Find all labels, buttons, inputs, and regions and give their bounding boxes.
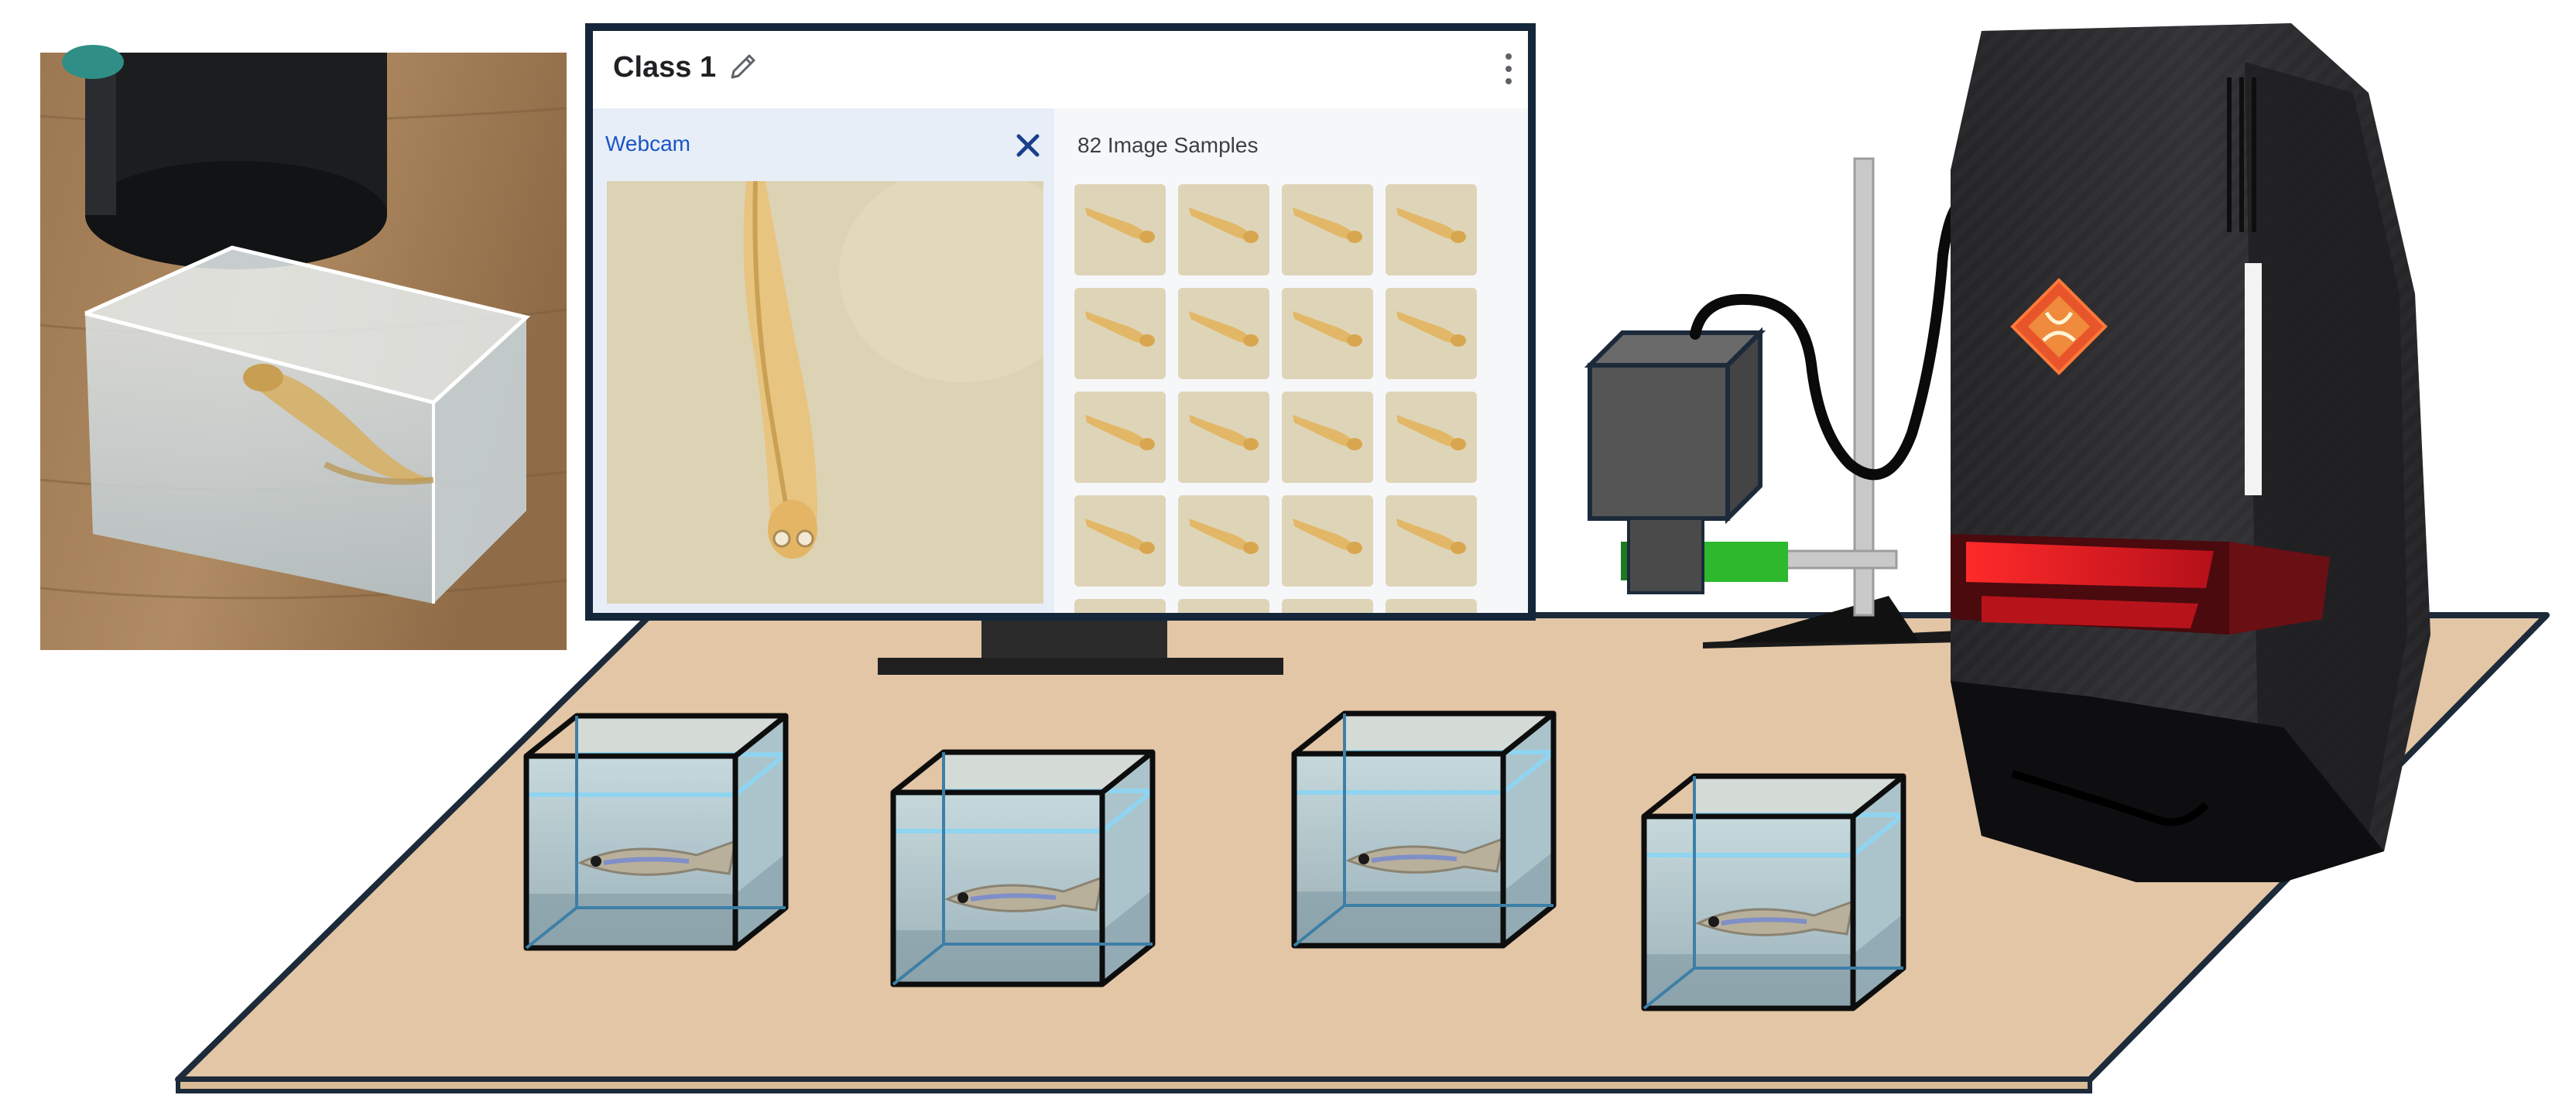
- sample-thumbnail[interactable]: [1178, 288, 1269, 379]
- sample-thumbnail[interactable]: [1074, 599, 1166, 613]
- kebab-menu-icon[interactable]: [1503, 51, 1514, 87]
- monitor-screen: Class 1 Webcam: [593, 31, 1528, 613]
- sample-thumbnail[interactable]: [1282, 495, 1373, 587]
- sample-thumbnail[interactable]: [1074, 392, 1166, 483]
- logo-emblem: [2010, 278, 2108, 375]
- sample-thumbnail[interactable]: [1074, 184, 1166, 275]
- webcam-panel: Webcam: [593, 108, 1054, 613]
- webcam-preview: [607, 181, 1043, 604]
- red-light-band: [1951, 534, 2330, 635]
- sample-thumbnail[interactable]: [1282, 184, 1373, 275]
- sample-thumbnail[interactable]: [1074, 495, 1166, 587]
- sample-thumbnail[interactable]: [1386, 392, 1477, 483]
- sample-thumbnail[interactable]: [1386, 184, 1477, 275]
- fish-tank: [523, 713, 789, 951]
- fish-tank: [1641, 773, 1906, 1011]
- pencil-icon[interactable]: [724, 48, 762, 85]
- sample-thumbnail[interactable]: [1282, 392, 1373, 483]
- sample-thumbnail[interactable]: [1386, 495, 1477, 587]
- camera-lens: [62, 45, 387, 269]
- pc-tower: [1951, 23, 2430, 882]
- sample-thumbnail[interactable]: [1386, 288, 1477, 379]
- fish-tank: [1291, 710, 1557, 949]
- sample-thumbnail[interactable]: [1282, 599, 1373, 613]
- microscope-photo: [39, 45, 567, 650]
- camera-stand: [1584, 157, 1971, 648]
- fish-tank: [890, 749, 1156, 987]
- sample-thumbnail-grid: [1074, 184, 1523, 613]
- class-header: Class 1: [593, 31, 1528, 110]
- sample-thumbnail[interactable]: [1178, 495, 1269, 587]
- webcam-fish-image: [607, 181, 1043, 604]
- close-icon[interactable]: [1012, 130, 1043, 161]
- sample-thumbnail[interactable]: [1178, 184, 1269, 275]
- samples-panel: 82 Image Samples: [1054, 108, 1528, 613]
- sample-thumbnail[interactable]: [1074, 288, 1166, 379]
- sample-thumbnail[interactable]: [1282, 288, 1373, 379]
- sample-thumbnail[interactable]: [1386, 599, 1477, 613]
- samples-count-label: 82 Image Samples: [1077, 133, 1259, 157]
- sample-thumbnail[interactable]: [1178, 599, 1269, 613]
- acrylic-box: [84, 245, 531, 604]
- sample-thumbnail[interactable]: [1178, 392, 1269, 483]
- class-title: Class 1: [613, 51, 717, 84]
- webcam-label: Webcam: [605, 132, 690, 156]
